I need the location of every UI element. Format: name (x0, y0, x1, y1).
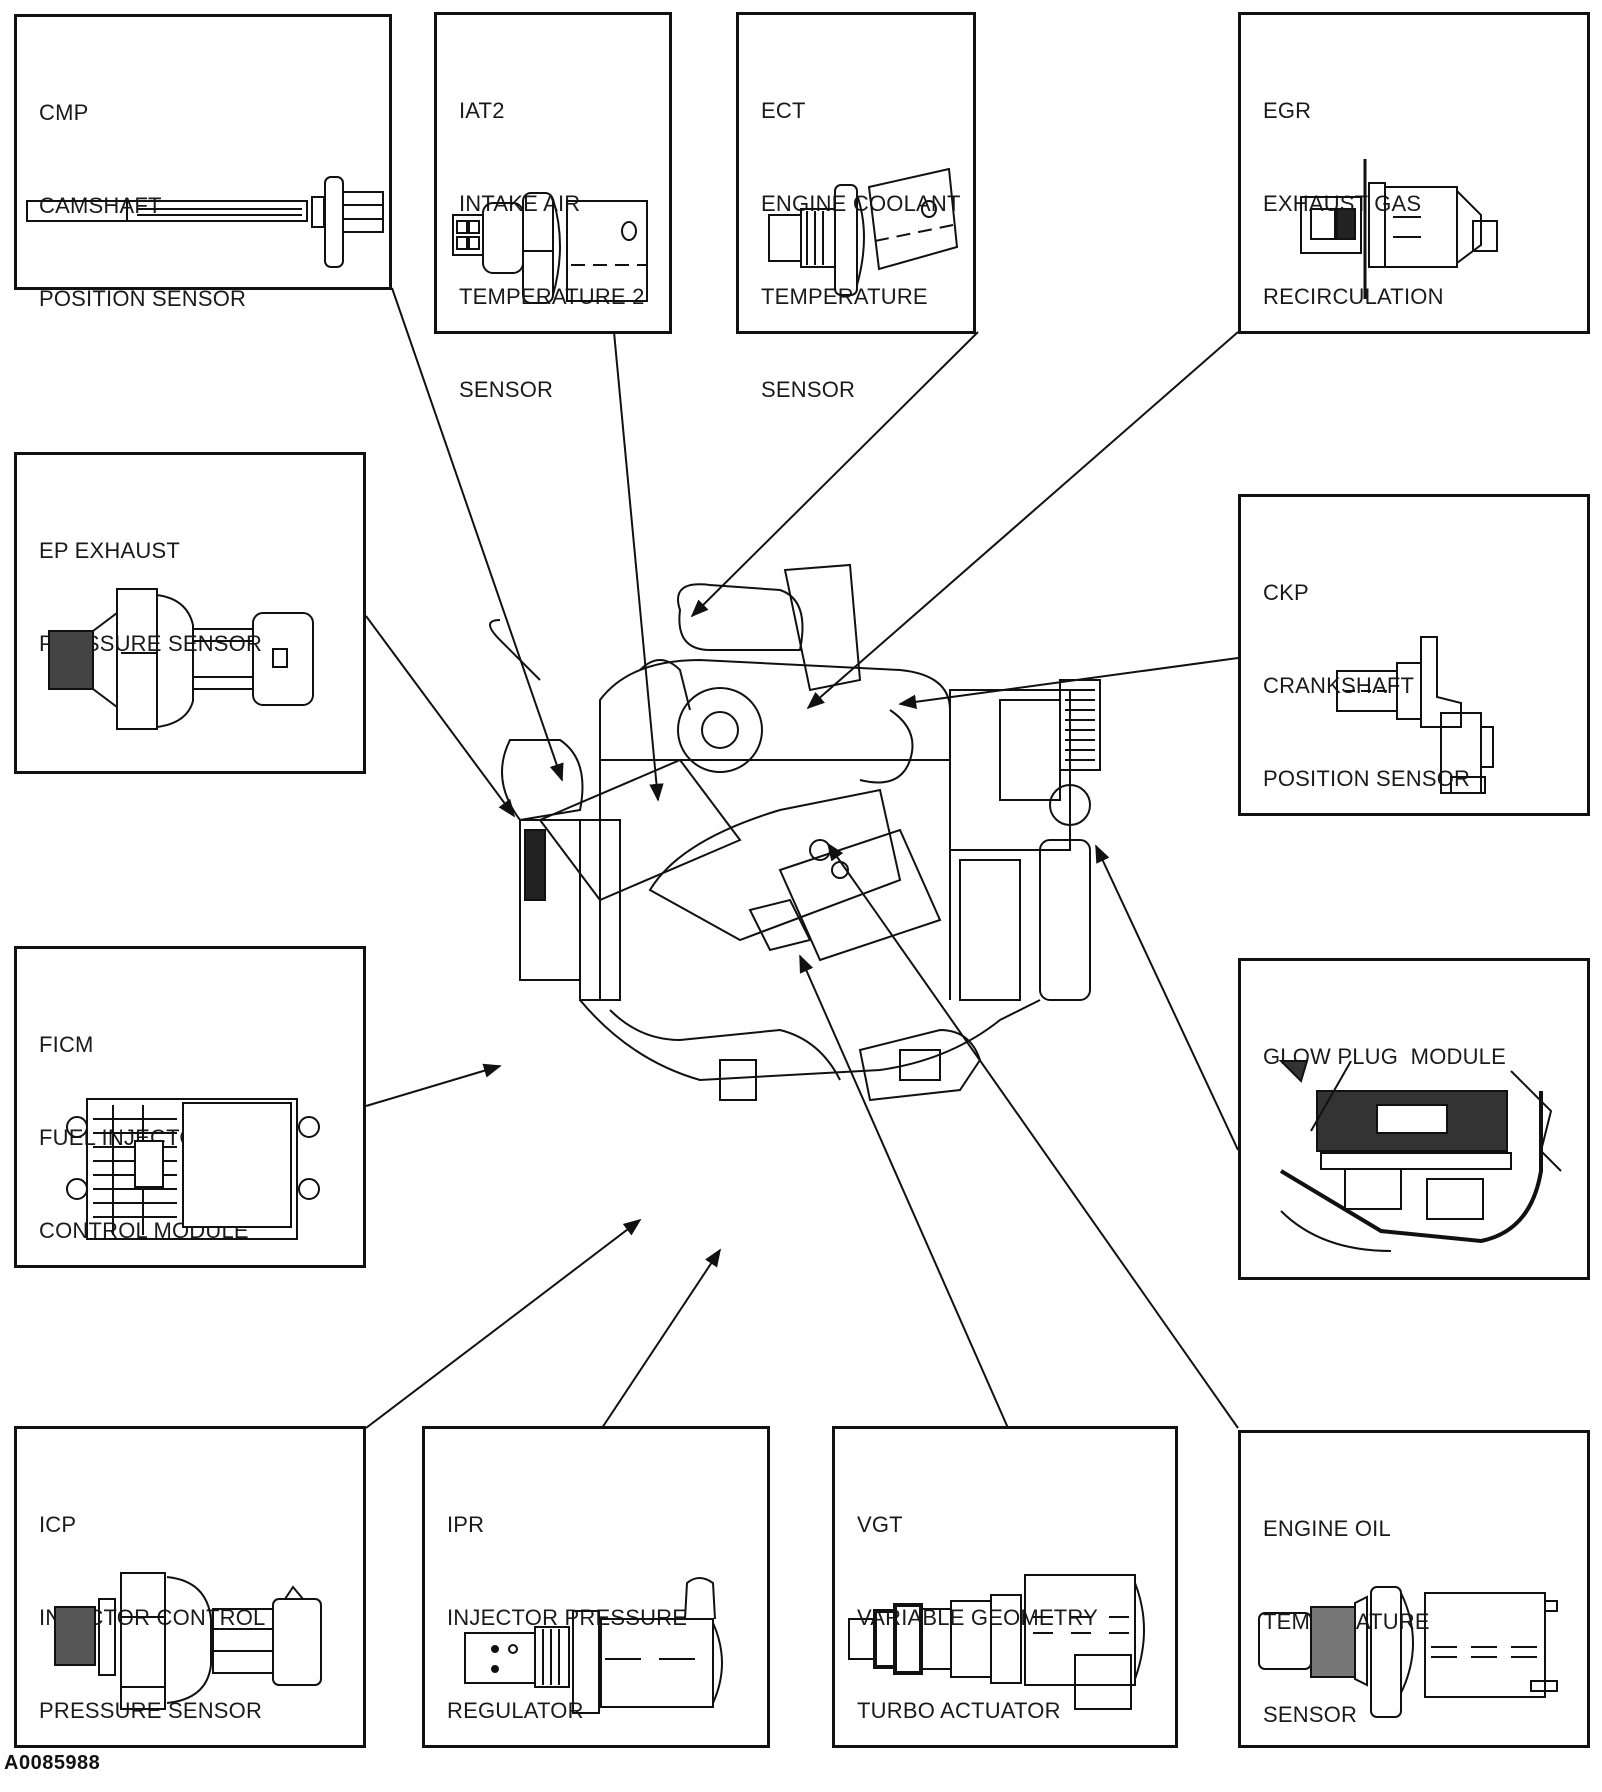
engine-coolant-temp-sensor-icon (739, 165, 973, 315)
leader-vgt (800, 954, 1008, 1428)
intake-air-temp-sensor-icon (437, 175, 669, 325)
leader-cmp (392, 288, 564, 782)
component-label: CKP CRANKSHAFT POSITION SENSOR (1263, 580, 1471, 791)
component-box-gpm: GLOW PLUG MODULE (1238, 958, 1590, 1280)
exhaust-pressure-sensor-icon (17, 565, 363, 765)
leader-ep (366, 616, 516, 818)
injector-pressure-regulator-icon (425, 1559, 767, 1739)
component-label: CMP CAMSHAFT POSITION SENSOR (39, 100, 247, 311)
component-box-cmp: CMP CAMSHAFT POSITION SENSOR (14, 14, 395, 311)
component-box-egr: EGR EXHAUST GAS RECIRCULATION (1238, 12, 1590, 334)
component-label: EGR EXHAUST GAS RECIRCULATION (1263, 98, 1444, 309)
injector-control-pressure-sensor-icon (17, 1559, 363, 1739)
leader-egr (806, 332, 1238, 710)
fuel-injector-control-module-icon (17, 1079, 363, 1259)
leader-icp (366, 1218, 642, 1428)
component-box-vgt: VGT VARIABLE GEOMETRY TURBO ACTUATOR (832, 1426, 1178, 1748)
component-label: IPR INJECTOR PRESSURE REGULATOR (447, 1512, 688, 1723)
component-box-ep: EP EXHAUST PRESSURE SENSOR (14, 452, 366, 774)
engine-oil-temp-sensor-icon (1241, 1553, 1587, 1733)
component-box-ckp: CKP CRANKSHAFT POSITION SENSOR (1238, 494, 1590, 816)
component-box-eot: ENGINE OIL TEMPERATURE SENSOR (1238, 1430, 1590, 1748)
egr-valve-icon (1241, 155, 1587, 315)
leader-eot (826, 842, 1238, 1428)
glow-plug-module-icon (1241, 1031, 1587, 1271)
figure-reference-id: A0085988 (4, 1752, 101, 1774)
component-box-iat2: IAT2 INTAKE AIR TEMPERATURE 2 SENSOR (434, 12, 672, 402)
component-box-ect: ECT ENGINE COOLANT TEMPERATURE SENSOR (736, 12, 976, 402)
leader-ficm (366, 1063, 502, 1106)
leader-iat2 (614, 332, 664, 802)
leader-ect (690, 332, 978, 618)
component-label: IAT2 INTAKE AIR TEMPERATURE 2 SENSOR (459, 98, 645, 402)
variable-geometry-turbo-actuator-icon (835, 1559, 1175, 1739)
component-label: EP EXHAUST PRESSURE SENSOR (39, 538, 263, 656)
leader-gpm (1096, 844, 1238, 1150)
component-box-icp: ICP INJECTOR CONTROL PRESSURE SENSOR (14, 1426, 366, 1748)
crankshaft-sensor-icon (1241, 627, 1587, 807)
component-box-ficm: FICM FUEL INJECTOR CONTROL MODULE (14, 946, 366, 1268)
leader-ipr (602, 1248, 721, 1428)
engine-illustration (480, 560, 1120, 1260)
camshaft-sensor-icon (17, 157, 395, 287)
component-box-ipr: IPR INJECTOR PRESSURE REGULATOR (422, 1426, 770, 1748)
